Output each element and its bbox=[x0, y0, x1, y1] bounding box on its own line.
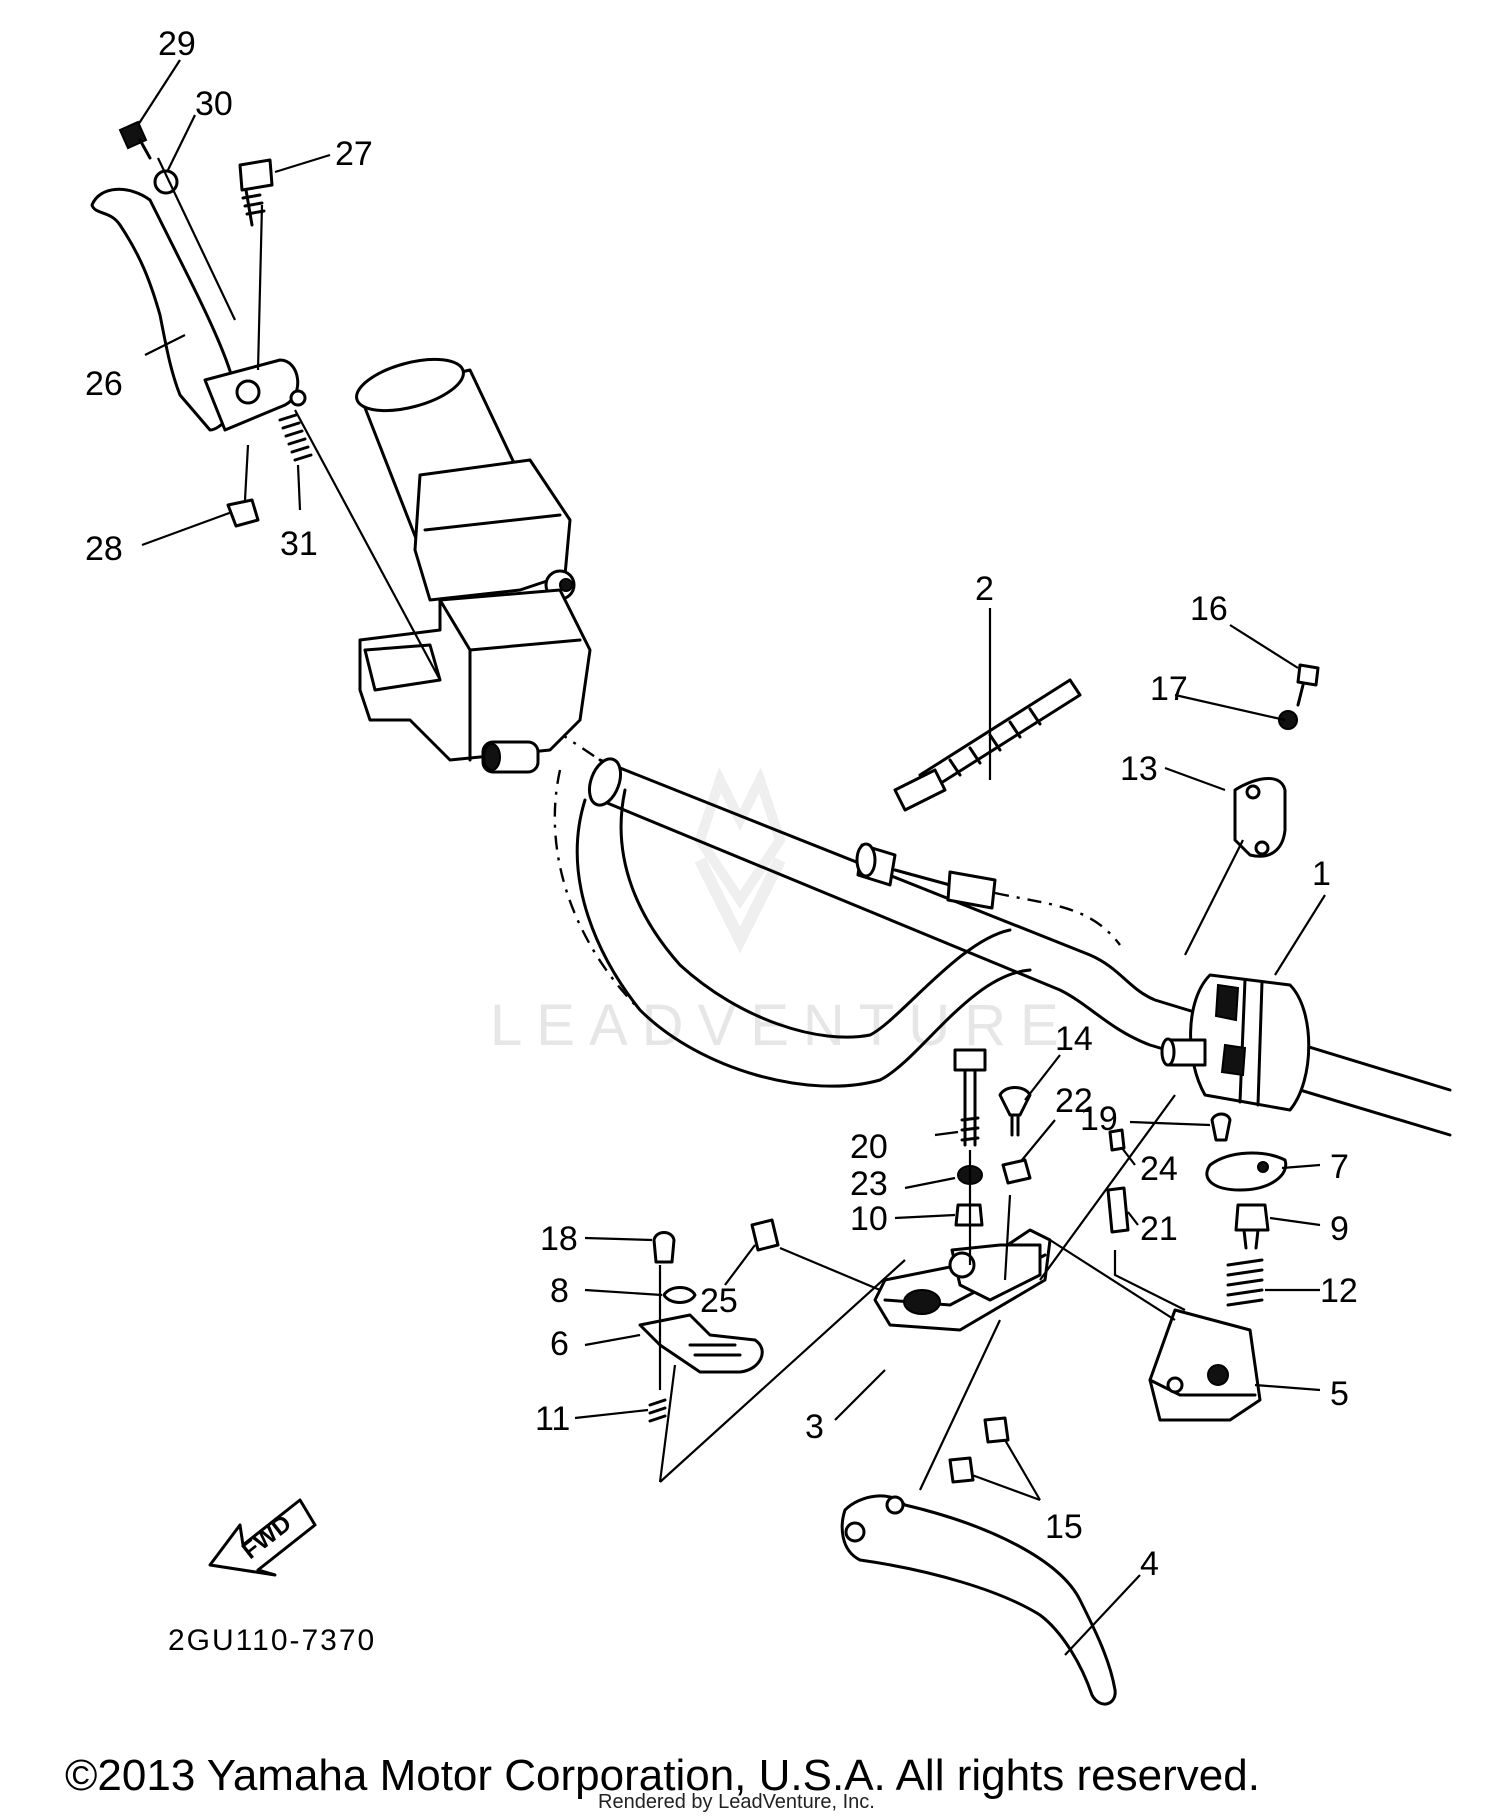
part-16-screw bbox=[1278, 663, 1320, 730]
callout-9: 9 bbox=[1330, 1210, 1349, 1248]
rendered-by-text: Rendered by LeadVenture, Inc. bbox=[598, 1791, 875, 1813]
part-3-lever-holder bbox=[873, 1228, 1052, 1332]
callout-1: 1 bbox=[1312, 855, 1331, 893]
part-11-spring bbox=[648, 1398, 667, 1423]
callout-18: 18 bbox=[540, 1220, 578, 1258]
part-28-nut bbox=[226, 498, 260, 528]
fwd-arrow-icon: FWD bbox=[208, 1498, 317, 1577]
callout-6: 6 bbox=[550, 1325, 569, 1363]
callout-14: 14 bbox=[1055, 1020, 1093, 1058]
part-12-spring bbox=[1226, 1258, 1264, 1307]
callout-29: 29 bbox=[158, 25, 196, 63]
callout-12: 12 bbox=[1320, 1272, 1358, 1310]
callout-3: 3 bbox=[805, 1408, 824, 1446]
part-2-cable-tie bbox=[893, 678, 1082, 812]
callout-31: 31 bbox=[280, 525, 318, 563]
part-8-washer bbox=[662, 1286, 697, 1304]
callout-17: 17 bbox=[1150, 670, 1188, 708]
part-24-pin bbox=[1108, 1128, 1126, 1152]
part-6-bracket bbox=[638, 1313, 764, 1374]
part-22-nut bbox=[1001, 1158, 1032, 1185]
callout-27: 27 bbox=[335, 135, 373, 173]
callout-20: 20 bbox=[850, 1128, 888, 1166]
callout-21: 21 bbox=[1140, 1210, 1178, 1248]
callout-7: 7 bbox=[1330, 1148, 1349, 1186]
callout-25: 25 bbox=[700, 1282, 738, 1320]
part-29-screw bbox=[118, 120, 152, 160]
leader-13-1 bbox=[1184, 839, 1244, 956]
copyright-text: ©2013 Yamaha Motor Corporation, U.S.A. A… bbox=[65, 1751, 1260, 1800]
callout-16: 16 bbox=[1190, 590, 1228, 628]
callout-leaders bbox=[137, 59, 1326, 1656]
part-13-clamp bbox=[1233, 776, 1287, 858]
part-26-lever bbox=[90, 187, 307, 432]
part-18-screw bbox=[652, 1231, 676, 1264]
callout-19: 19 bbox=[1080, 1100, 1118, 1138]
part-5-bracket bbox=[1148, 1308, 1262, 1422]
part-31-spring bbox=[278, 413, 313, 462]
part-21-pin bbox=[1106, 1186, 1130, 1234]
callout-28: 28 bbox=[85, 530, 123, 568]
callout-26: 26 bbox=[85, 365, 123, 403]
callout-5: 5 bbox=[1330, 1375, 1349, 1413]
part-9-plunger bbox=[1234, 1203, 1270, 1250]
callout-15: 15 bbox=[1045, 1508, 1083, 1546]
callout-labels: 1 2 3 4 5 6 7 8 9 10 11 12 13 14 15 16 1… bbox=[85, 25, 1358, 1583]
part-27-pivot-bolt bbox=[238, 158, 274, 227]
callout-11: 11 bbox=[535, 1400, 570, 1438]
assembly-lines-right bbox=[658, 1094, 1186, 1491]
switch-wire bbox=[855, 842, 1121, 946]
part-25-collar bbox=[750, 1218, 780, 1252]
part-20-bolt bbox=[953, 1048, 987, 1147]
callout-30: 30 bbox=[195, 85, 233, 123]
master-cylinder bbox=[358, 458, 592, 774]
part-15-nuts bbox=[948, 1416, 1010, 1484]
part-7-plate bbox=[1205, 1151, 1288, 1192]
callout-8: 8 bbox=[550, 1272, 569, 1310]
callout-2: 2 bbox=[975, 570, 994, 608]
callout-23: 23 bbox=[850, 1165, 888, 1203]
callout-13: 13 bbox=[1120, 750, 1158, 788]
callout-22: 22 bbox=[1055, 1082, 1093, 1120]
callout-4: 4 bbox=[1140, 1545, 1159, 1583]
reference-code: 2GU110-7370 bbox=[168, 1624, 376, 1657]
callout-24: 24 bbox=[1140, 1150, 1178, 1188]
assembly-lines-left bbox=[157, 157, 441, 681]
part-19-screw bbox=[1210, 1112, 1232, 1142]
part-14-bolt bbox=[998, 1086, 1032, 1137]
callout-10: 10 bbox=[850, 1200, 888, 1238]
handlebar bbox=[553, 729, 1452, 1137]
part-1-switch bbox=[1160, 973, 1311, 1112]
part-4-lever bbox=[840, 1494, 1117, 1706]
